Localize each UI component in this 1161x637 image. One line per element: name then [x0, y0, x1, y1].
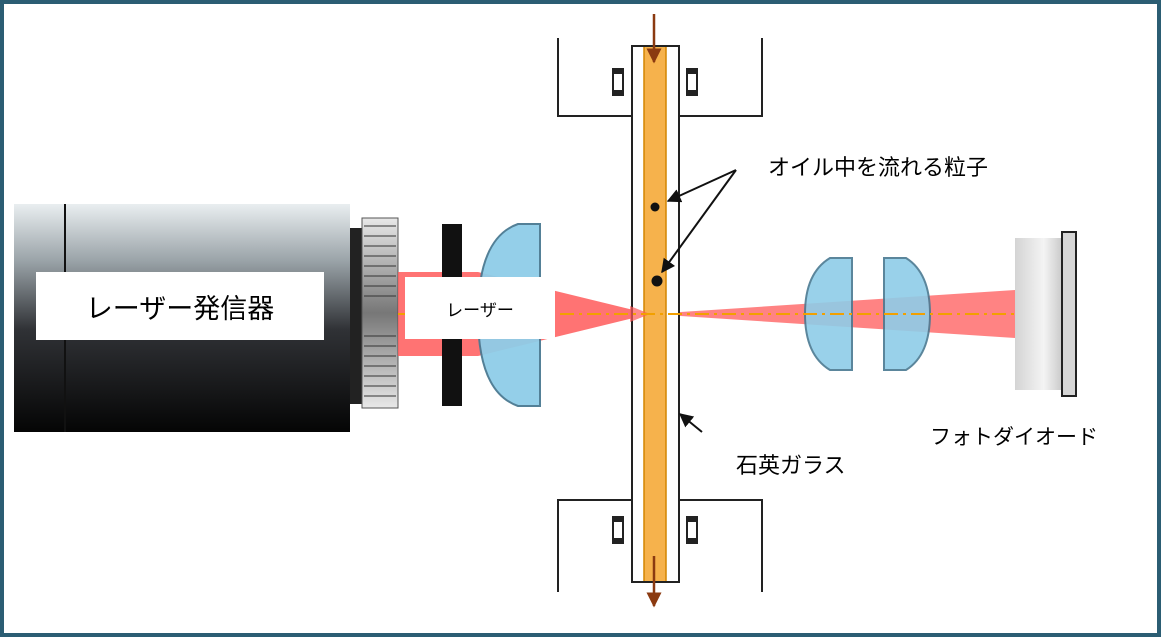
- quartz-glass-label: 石英ガラス: [736, 454, 846, 479]
- particle-pointer-arrow-2: [661, 169, 737, 274]
- photodiode: [1015, 231, 1077, 397]
- particle-1: [650, 202, 660, 212]
- particle-pointer-arrow-1: [666, 169, 737, 203]
- knurled-ring: [364, 225, 396, 397]
- laser-label: レーザー: [446, 300, 514, 321]
- laser-label-box: レーザー: [405, 277, 555, 339]
- photodiode-label: フォトダイオード: [930, 425, 1098, 449]
- particles-label: オイル中を流れる粒子: [768, 156, 989, 181]
- particle-2: [651, 275, 663, 287]
- laser-generator-label-box: レーザー発信器: [36, 272, 324, 340]
- quartz-pointer-arrow: [678, 413, 703, 433]
- laser-generator-label: レーザー発信器: [85, 293, 275, 325]
- beam-through-tube: [630, 306, 650, 322]
